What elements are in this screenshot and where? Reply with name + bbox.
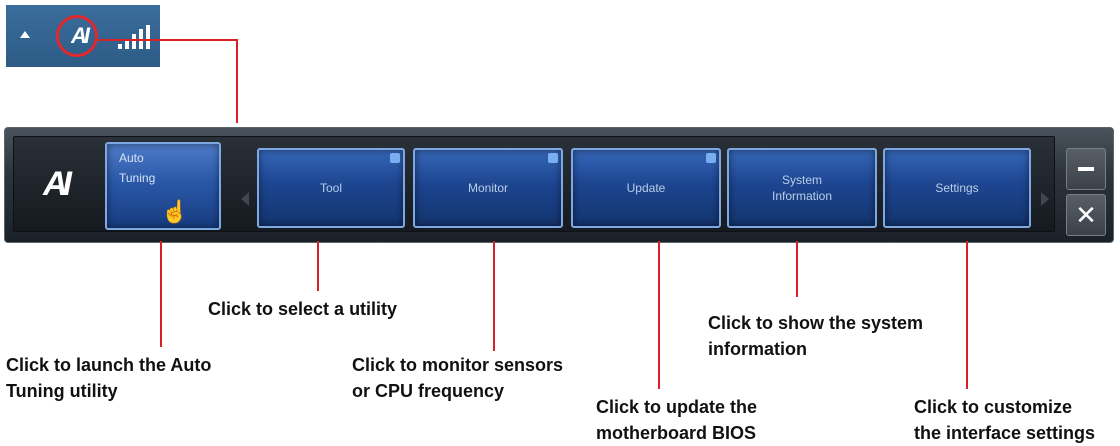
tool-button[interactable]: Tool bbox=[257, 148, 405, 228]
caption-monitor: Click to monitor sensors or CPU frequenc… bbox=[352, 355, 564, 401]
callout-line bbox=[658, 241, 660, 389]
corner-indicator-icon bbox=[548, 153, 558, 163]
system-information-label: System Information bbox=[771, 173, 833, 203]
callout-line bbox=[160, 241, 162, 347]
caption-settings: Click to customize the interface setting… bbox=[914, 397, 1096, 443]
tool-label: Tool bbox=[319, 181, 342, 195]
scroll-right-icon[interactable] bbox=[1041, 192, 1049, 206]
settings-button[interactable]: Settings bbox=[883, 148, 1031, 228]
callout-line bbox=[236, 39, 238, 123]
hand-pointer-icon: ☝ bbox=[161, 199, 189, 224]
corner-indicator-icon bbox=[706, 153, 716, 163]
update-label: Update bbox=[626, 181, 666, 195]
highlight-circle bbox=[56, 15, 98, 57]
ai-suite-logo: AI bbox=[43, 165, 72, 203]
callout-line bbox=[493, 241, 495, 351]
signal-strength-icon[interactable] bbox=[118, 25, 152, 49]
auto-tuning-button[interactable]: Auto Tuning ☝ bbox=[105, 142, 221, 230]
close-icon: ✕ bbox=[1075, 200, 1097, 230]
callout-line bbox=[98, 39, 238, 41]
auto-tuning-label: Auto Tuning bbox=[119, 151, 156, 185]
caption-auto-tuning: Click to launch the Auto Tuning utility bbox=[6, 355, 212, 401]
caption-tool: Click to select a utility bbox=[208, 299, 398, 319]
monitor-label: Monitor bbox=[467, 181, 508, 195]
close-button[interactable]: ✕ bbox=[1066, 194, 1106, 236]
scroll-left-icon[interactable] bbox=[241, 192, 249, 206]
update-button[interactable]: Update bbox=[571, 148, 721, 228]
minimize-button[interactable] bbox=[1066, 148, 1106, 190]
monitor-button[interactable]: Monitor bbox=[413, 148, 563, 228]
corner-indicator-icon bbox=[390, 153, 400, 163]
minimize-icon bbox=[1078, 167, 1094, 171]
callout-line bbox=[317, 241, 319, 291]
callout-line bbox=[796, 241, 798, 297]
ai-suite-toolbar: AI Auto Tuning ☝ Tool Monitor Update Sys… bbox=[4, 127, 1114, 243]
settings-label: Settings bbox=[935, 181, 979, 195]
caption-system-information: Click to show the system information bbox=[708, 313, 924, 359]
caption-update: Click to update the motherboard BIOS bbox=[596, 397, 758, 443]
up-arrow-icon[interactable] bbox=[20, 31, 30, 38]
system-information-button[interactable]: System Information bbox=[727, 148, 877, 228]
callout-line bbox=[966, 241, 968, 389]
